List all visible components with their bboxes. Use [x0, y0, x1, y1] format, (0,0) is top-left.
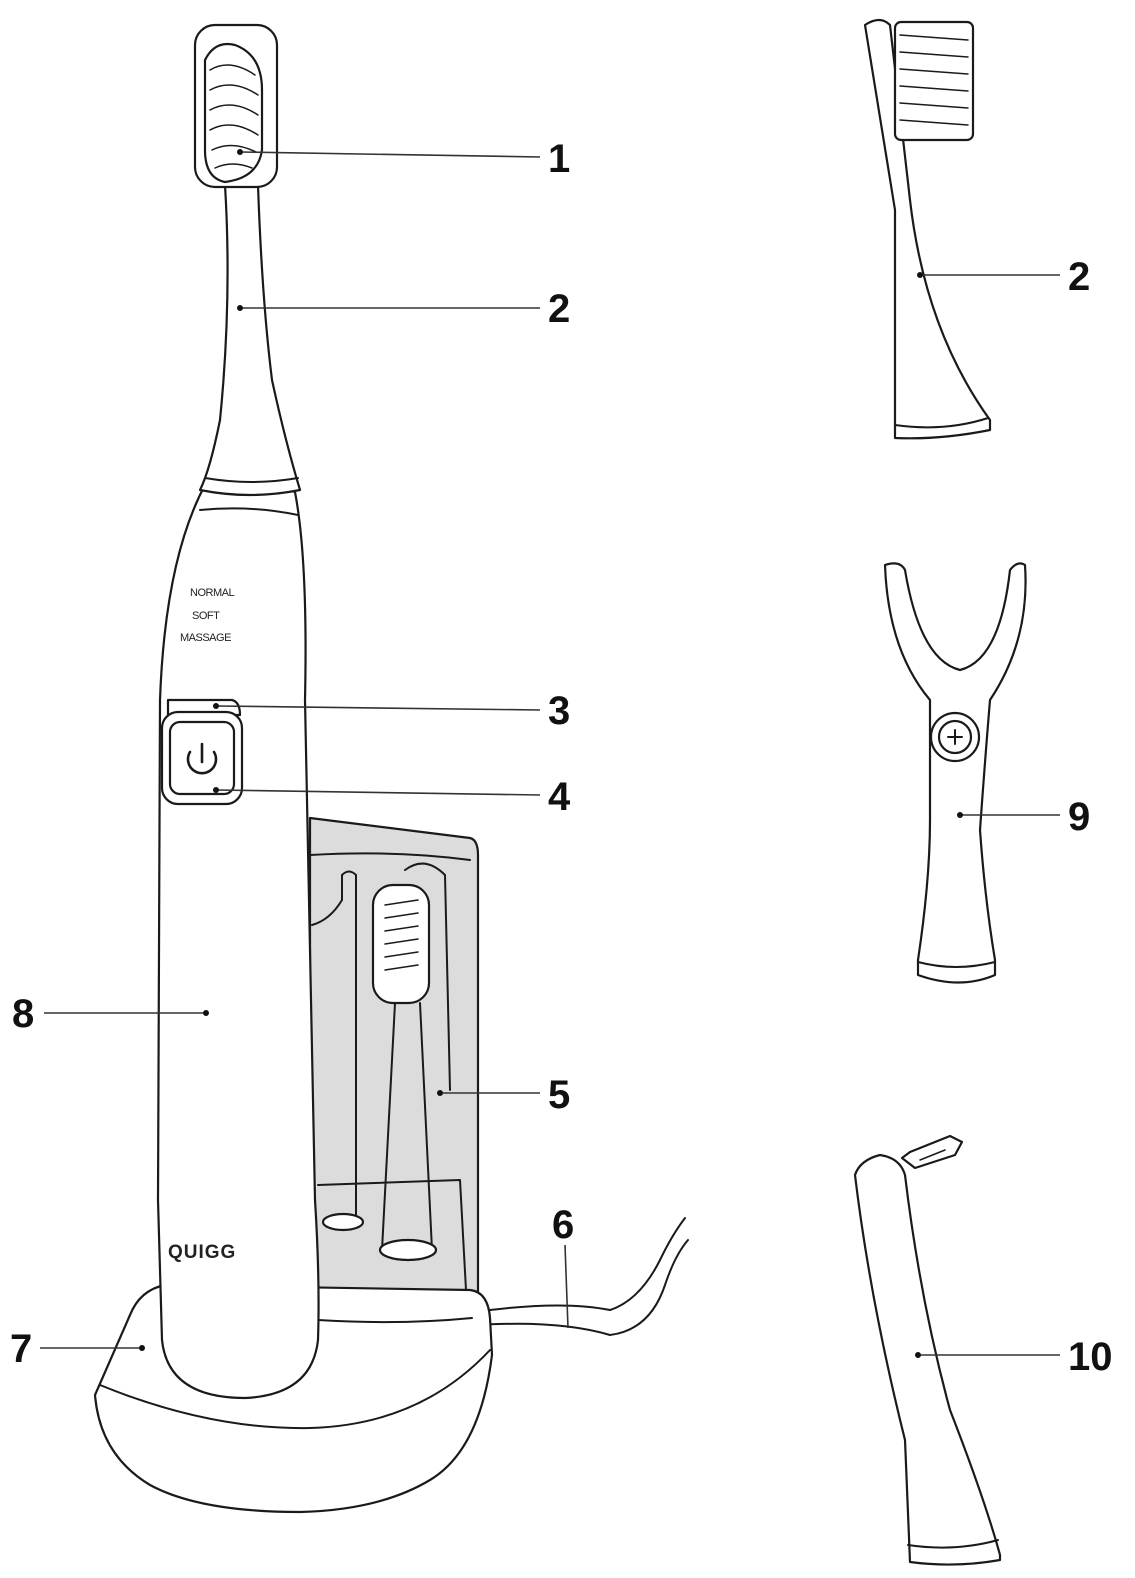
- floss-head: [883, 562, 1027, 984]
- callout-3: 3: [548, 689, 570, 733]
- spare-brush-head: [863, 18, 992, 440]
- mode-label-soft: SOFT: [192, 610, 220, 622]
- brush-head-holder: [308, 816, 480, 1337]
- callout-4: 4: [548, 775, 571, 819]
- callout-leaders: [40, 149, 1060, 1358]
- mode-label-massage: MASSAGE: [180, 632, 231, 644]
- mode-label-normal: NORMAL: [190, 587, 234, 599]
- callout-numbers: 1 2 2 3 4 5 6 7 8 9 10: [10, 137, 1113, 1379]
- power-button[interactable]: [160, 710, 244, 806]
- callout-1: 1: [548, 137, 570, 181]
- callout-2: 2: [548, 287, 570, 331]
- power-icon: [186, 742, 218, 775]
- callout-5: 5: [548, 1073, 570, 1117]
- callout-8: 8: [12, 992, 34, 1036]
- toothbrush-handle: NORMAL SOFT MASSAGE QUIGG: [156, 482, 320, 1400]
- power-cord: [474, 1217, 689, 1336]
- callout-10: 10: [1068, 1335, 1113, 1379]
- callout-7: 7: [10, 1327, 32, 1371]
- mounted-brush-head: [193, 23, 302, 497]
- interdental-head: [853, 1134, 1002, 1566]
- callout-2-spare: 2: [1068, 255, 1090, 299]
- callout-9: 9: [1068, 795, 1090, 839]
- callout-6: 6: [552, 1203, 574, 1247]
- brand-logo-text: QUIGG: [168, 1242, 236, 1263]
